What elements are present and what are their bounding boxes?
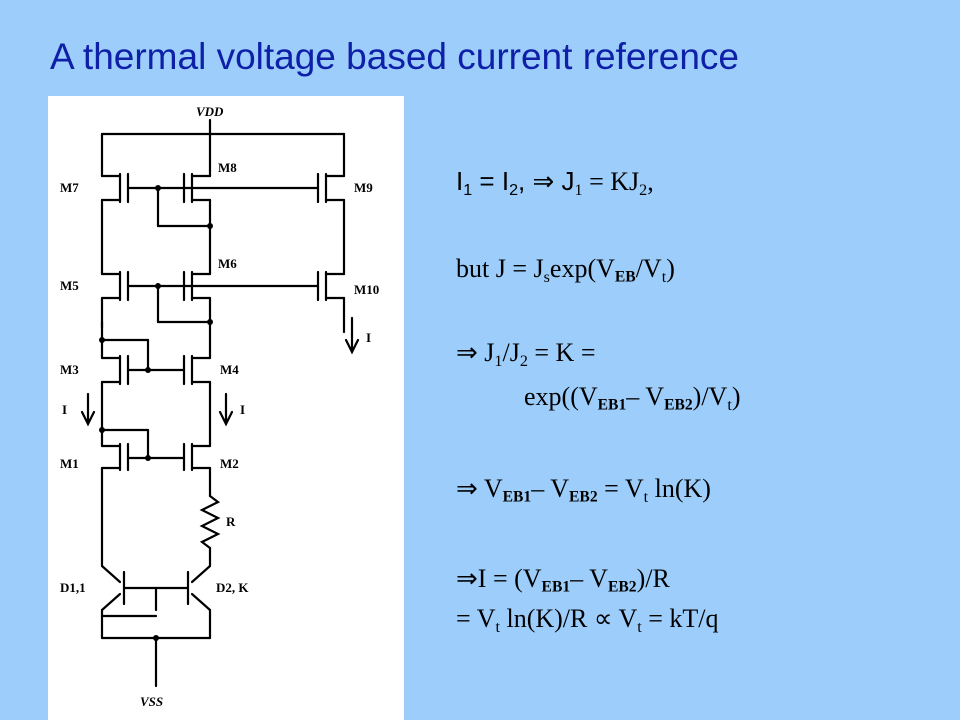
- m6-label: M6: [218, 256, 237, 271]
- d1-label: D1,1: [60, 580, 86, 595]
- slide-title: A thermal voltage based current referenc…: [50, 36, 739, 77]
- m5-label: M5: [60, 278, 79, 293]
- m1-label: M1: [60, 456, 79, 471]
- circuit-diagram: VDD: [60, 104, 379, 709]
- equation-line-6: ⇒I = (VEB1– VEB2)/R: [456, 564, 670, 596]
- m3-label: M3: [60, 362, 79, 377]
- left-current-label: I: [62, 402, 67, 417]
- right-current-label: I: [240, 402, 245, 417]
- m9-label: M9: [354, 180, 373, 195]
- m2-label: M2: [220, 456, 239, 471]
- output-current-label: I: [366, 330, 371, 345]
- equation-line-1: I1 = I2, ⇒ J1 = KJ2,: [456, 166, 654, 199]
- vdd-label: VDD: [196, 104, 224, 119]
- equation-line-2: but J = Jsexp(VEB/Vt): [456, 254, 675, 286]
- m8-label: M8: [218, 160, 237, 175]
- m7-label: M7: [60, 180, 79, 195]
- equation-line-3: ⇒ J1/J2 = K =: [456, 338, 596, 370]
- resistor-r: [199, 494, 221, 550]
- circuit-schematic: VDD: [48, 96, 404, 720]
- equation-line-7: = Vt ln(K)/R ∝ Vt = kT/q: [456, 604, 719, 636]
- r-label: R: [226, 514, 236, 529]
- m4-label: M4: [220, 362, 239, 377]
- d2-label: D2, K: [216, 580, 249, 595]
- equation-line-4: exp((VEB1– VEB2)/Vt): [524, 382, 741, 414]
- vss-label: VSS: [140, 694, 163, 709]
- m10-label: M10: [354, 282, 379, 297]
- equation-line-5: ⇒ VEB1– VEB2 = Vt ln(K): [456, 474, 711, 506]
